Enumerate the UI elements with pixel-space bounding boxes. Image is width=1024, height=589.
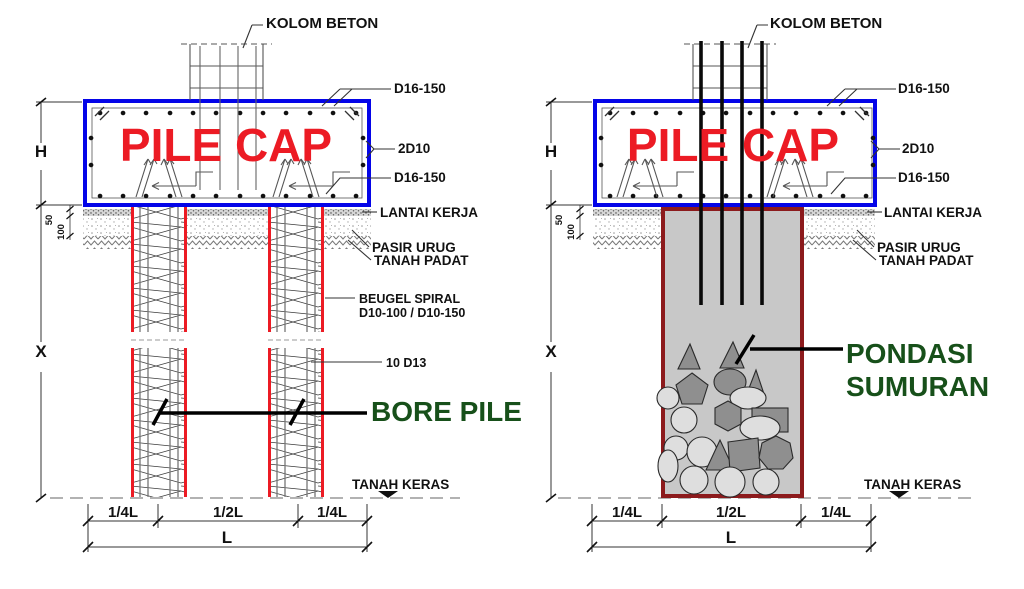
label-rebar-side: 2D10 (902, 141, 934, 156)
bottom-dimensions (82, 504, 373, 553)
diagram-title-pondasi-2: SUMURAN (846, 371, 989, 402)
label-pasir-urug: PASIR URUG (372, 240, 456, 255)
label-tanah-keras: TANAH KERAS (864, 477, 961, 492)
dim-half: 1/2L (213, 504, 243, 521)
label-pasir-urug: PASIR URUG (877, 240, 961, 255)
label-kolom-beton: KOLOM BETON (770, 15, 882, 32)
bottom-dimensions (586, 504, 877, 553)
pile-cap (593, 99, 877, 207)
pondasi-tick (734, 334, 756, 365)
left-diagram-bore-pile: KOLOM BETON D16-150 2D10 D16-150 LANTAI … (35, 15, 522, 553)
hard-soil-marker (378, 491, 398, 498)
soil-layers (593, 209, 875, 249)
dim-quarter-right: 1/4L (821, 504, 851, 521)
label-beugel-spiral-2: D10-100 / D10-150 (359, 306, 465, 320)
label-main-bars: 10 D13 (386, 356, 426, 370)
label-rebar-bottom: D16-150 (394, 170, 446, 185)
dim-100: 100 (56, 224, 67, 240)
dim-quarter-left: 1/4L (612, 504, 642, 521)
label-tanah-padat: TANAH PADAT (374, 253, 469, 268)
dim-total: L (222, 528, 232, 547)
dim-quarter-left: 1/4L (108, 504, 138, 521)
bore-pile-ticks (151, 398, 306, 426)
dim-100: 100 (566, 224, 577, 240)
rebar-dots-sides (88, 135, 366, 168)
hard-soil-marker (889, 491, 909, 498)
callout-leaders (747, 24, 900, 261)
diagram-title-pondasi-1: PONDASI (846, 338, 974, 369)
callout-leaders (242, 24, 395, 363)
label-kolom-beton: KOLOM BETON (266, 15, 378, 32)
label-rebar-bottom: D16-150 (898, 170, 950, 185)
label-tanah-keras: TANAH KERAS (352, 477, 449, 492)
concrete-column (181, 43, 272, 190)
diagram-title-bore-pile: BORE PILE (371, 396, 522, 427)
vertical-dimensions (35, 97, 82, 503)
dim-50: 50 (554, 215, 565, 226)
dim-x: X (545, 342, 557, 361)
label-rebar-top: D16-150 (898, 81, 950, 96)
pile-cap-title: PILE CAP (627, 119, 839, 171)
dim-total: L (726, 528, 736, 547)
dim-x: X (35, 342, 47, 361)
column-dowel-bars (699, 41, 764, 305)
label-lantai-kerja: LANTAI KERJA (884, 205, 982, 220)
rubble-stones (656, 340, 794, 498)
dim-half: 1/2L (716, 504, 746, 521)
soil-layers (83, 209, 371, 249)
pile-cap-title: PILE CAP (120, 119, 332, 171)
label-beugel-spiral-1: BEUGEL SPIRAL (359, 292, 461, 306)
dim-50: 50 (44, 215, 55, 226)
label-lantai-kerja: LANTAI KERJA (380, 205, 478, 220)
label-rebar-top: D16-150 (394, 81, 446, 96)
label-rebar-side: 2D10 (398, 141, 430, 156)
dim-h: H (545, 142, 557, 161)
pile-cap (83, 99, 371, 207)
label-tanah-padat: TANAH PADAT (879, 253, 974, 268)
dim-h: H (35, 142, 47, 161)
right-diagram-pondasi-sumuran: KOLOM BETON D16-150 2D10 D16-150 LANTAI … (545, 15, 989, 553)
dim-quarter-right: 1/4L (317, 504, 347, 521)
vertical-dimensions (545, 97, 592, 503)
rebar-dots-sides (598, 135, 876, 168)
